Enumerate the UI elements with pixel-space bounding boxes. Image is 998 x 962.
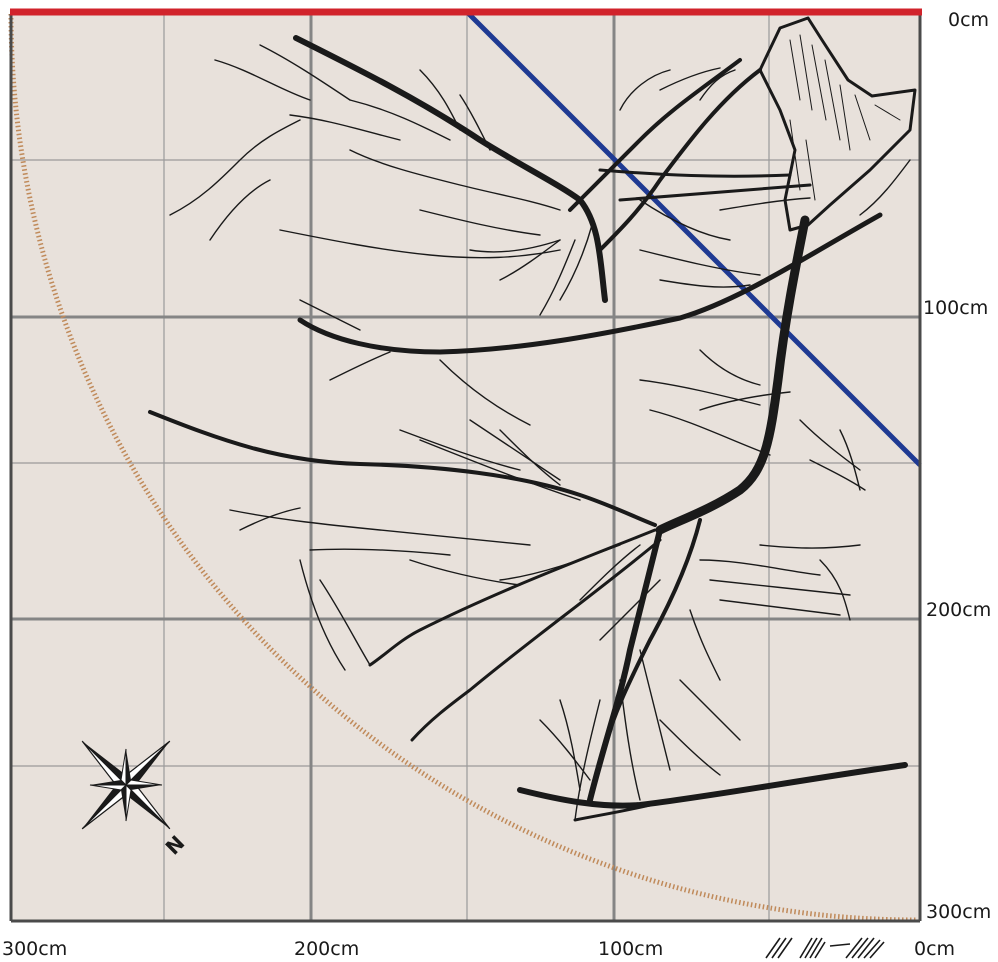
bottom-axis: 300cm 200cm 100cm 0cm <box>2 938 955 960</box>
root-upper-branch-3 <box>598 168 792 178</box>
root-system <box>148 16 917 822</box>
root-trunk-base <box>758 16 917 232</box>
bottom-axis-label: 100cm <box>598 938 663 960</box>
minor-grid <box>11 12 920 921</box>
root-left-long <box>148 410 657 527</box>
diagonal-line <box>465 10 922 467</box>
root-trunk-texture <box>789 34 901 201</box>
right-axis-label: 200cm <box>926 599 991 621</box>
root-bottom-horizontal <box>517 762 908 809</box>
plot-frame <box>9 14 922 923</box>
fine-rootlets <box>169 44 911 821</box>
compass-rose-icon <box>81 740 171 830</box>
root-tap-branch <box>598 518 702 762</box>
root-upper-diagonal <box>293 35 608 303</box>
right-axis-label: 300cm <box>926 901 991 923</box>
root-mid-horizontal <box>297 212 883 355</box>
right-axis-label: 100cm <box>923 297 988 319</box>
radius-arc <box>8 13 918 923</box>
root-bottom-end <box>573 803 652 822</box>
bottom-axis-label: 300cm <box>2 938 67 960</box>
bottom-axis-label: 200cm <box>294 938 359 960</box>
bottom-axis-label: 0cm <box>914 938 955 960</box>
root-tap-main <box>655 215 810 535</box>
right-axis-label: 0cm <box>948 9 989 31</box>
root-upper-branch-4 <box>618 183 812 202</box>
right-axis: 0cm 100cm 200cm 300cm <box>923 9 991 923</box>
root-upper-branch-2 <box>568 58 742 212</box>
hatch-legend-icon <box>765 937 885 959</box>
root-lower-diagonal <box>410 538 662 742</box>
